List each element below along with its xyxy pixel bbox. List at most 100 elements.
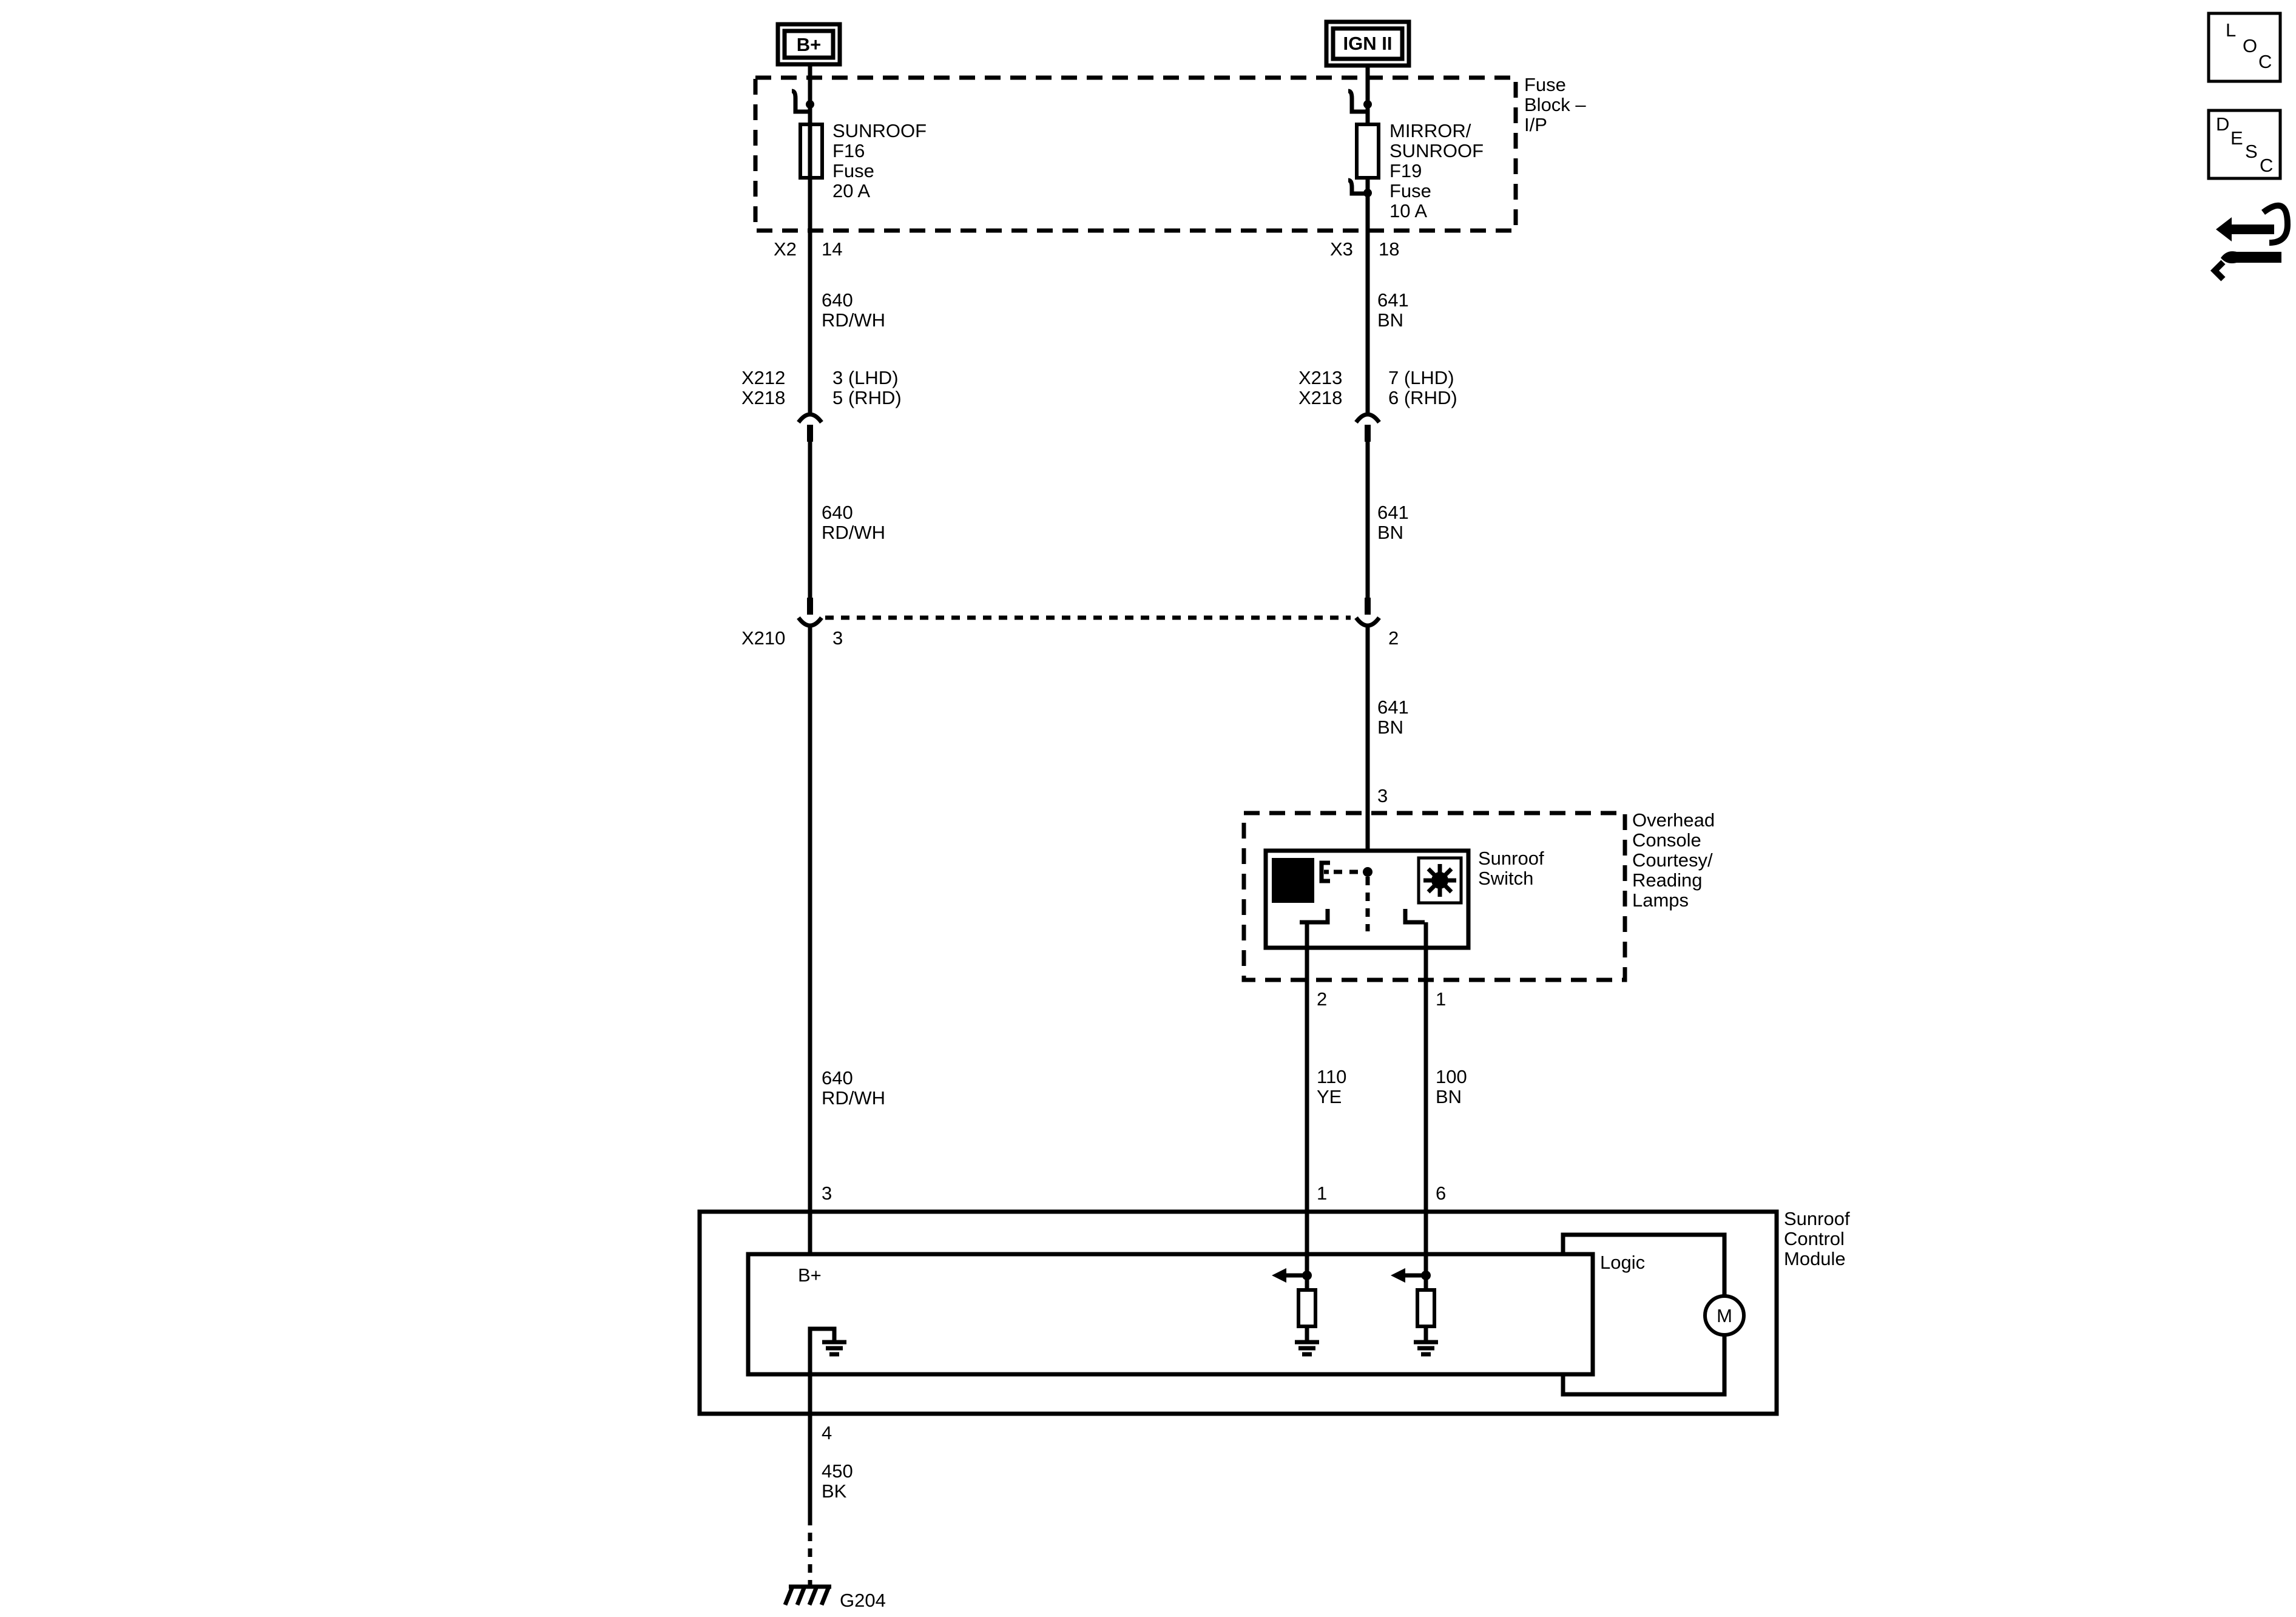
fuse-f19-icon bbox=[1355, 123, 1380, 180]
x210-pin-left: 3 bbox=[832, 627, 843, 649]
svg-text:640: 640 bbox=[822, 1067, 853, 1089]
svg-text:Reading: Reading bbox=[1632, 869, 1702, 891]
svg-text:S: S bbox=[2245, 141, 2258, 162]
svg-text:C: C bbox=[2258, 51, 2272, 72]
svg-text:X213: X213 bbox=[1298, 367, 1342, 388]
fuse-f16-label: SUNROOF F16 Fuse 20 A bbox=[832, 120, 927, 201]
svg-text:I/P: I/P bbox=[1524, 114, 1547, 135]
svg-text:3 (LHD): 3 (LHD) bbox=[832, 367, 899, 388]
description-icon[interactable] bbox=[2207, 109, 2282, 180]
wire-640-label-3: 640 RD/WH bbox=[822, 1067, 885, 1109]
inline-connector-left-label: X212 X218 3 (LHD) 5 (RHD) bbox=[741, 367, 902, 408]
wire-641-label-1: 641 BN bbox=[1377, 289, 1409, 331]
logic-label: Logic bbox=[1600, 1252, 1645, 1273]
console-pin-top: 3 bbox=[1377, 785, 1388, 806]
x210-connector-left-icon bbox=[797, 616, 823, 628]
inline-connector-left-icon bbox=[797, 412, 823, 424]
sunroof-control-module-label: Sunroof Control Module bbox=[1784, 1208, 1850, 1269]
svg-text:RD/WH: RD/WH bbox=[822, 522, 885, 543]
sunroof-switch-label: Sunroof Switch bbox=[1478, 848, 1544, 889]
svg-text:Sunroof: Sunroof bbox=[1478, 848, 1544, 869]
overhead-console-label: Overhead Console Courtesy/ Reading Lamps bbox=[1632, 809, 1715, 911]
svg-text:Module: Module bbox=[1784, 1248, 1846, 1269]
svg-text:Fuse: Fuse bbox=[1524, 74, 1566, 95]
fuse-terminal-icon bbox=[1348, 178, 1368, 196]
svg-text:X218: X218 bbox=[741, 387, 785, 408]
svg-text:D: D bbox=[2216, 113, 2229, 135]
switch-black-square-icon bbox=[1272, 858, 1314, 903]
module-inner-box bbox=[746, 1252, 1595, 1377]
splice-dot bbox=[806, 100, 814, 109]
overhead-console-outline bbox=[1241, 811, 1627, 982]
svg-text:Control: Control bbox=[1784, 1228, 1845, 1249]
fuse-f16-connector: X2 bbox=[774, 238, 797, 260]
location-icon[interactable] bbox=[2207, 12, 2282, 83]
x210-label: X210 bbox=[741, 627, 785, 649]
fuse-f16-pin: 14 bbox=[822, 238, 842, 260]
svg-text:Switch: Switch bbox=[1478, 868, 1533, 889]
svg-text:X212: X212 bbox=[741, 367, 785, 388]
ground-g204-label: G204 bbox=[840, 1590, 886, 1611]
ground-g204-icon bbox=[783, 1584, 831, 1606]
fuse-f19-pin: 18 bbox=[1379, 238, 1399, 260]
svg-text:Sunroof: Sunroof bbox=[1784, 1208, 1850, 1229]
svg-text:RD/WH: RD/WH bbox=[822, 1087, 885, 1109]
module-ground-icon bbox=[808, 1326, 846, 1414]
fuse-terminal-icon bbox=[1348, 89, 1368, 114]
inline-connector-right-icon bbox=[1354, 412, 1381, 424]
svg-text:O: O bbox=[2243, 35, 2257, 56]
svg-text:Console: Console bbox=[1632, 829, 1701, 851]
svg-text:Fuse: Fuse bbox=[1389, 180, 1431, 201]
svg-text:C: C bbox=[2260, 155, 2273, 176]
input-circuit-110-icon bbox=[1272, 1268, 1319, 1357]
svg-text:Courtesy/: Courtesy/ bbox=[1632, 849, 1713, 871]
module-bplus-label: B+ bbox=[798, 1264, 822, 1286]
inline-connector-right-label: X213 X218 7 (LHD) 6 (RHD) bbox=[1298, 367, 1457, 408]
wire-641-label-3: 641 BN bbox=[1377, 697, 1409, 738]
connector-wrench-icon[interactable] bbox=[2210, 202, 2291, 282]
svg-text:E: E bbox=[2230, 127, 2243, 149]
wire-110-label: 110 YE bbox=[1317, 1066, 1346, 1107]
svg-text:5 (RHD): 5 (RHD) bbox=[832, 387, 902, 408]
svg-text:SUNROOF: SUNROOF bbox=[1389, 140, 1484, 161]
svg-text:10 A: 10 A bbox=[1389, 200, 1427, 221]
svg-text:BN: BN bbox=[1377, 717, 1403, 738]
fuse-f19-connector: X3 bbox=[1330, 238, 1353, 260]
console-pin-right: 1 bbox=[1436, 988, 1446, 1010]
svg-text:641: 641 bbox=[1377, 697, 1409, 718]
svg-text:20 A: 20 A bbox=[832, 180, 870, 201]
motor-label: M bbox=[1717, 1305, 1732, 1326]
svg-text:Fuse: Fuse bbox=[832, 160, 874, 181]
bplus-source-label: B+ bbox=[797, 34, 822, 55]
wire-640-label-1: 640 RD/WH bbox=[822, 289, 885, 331]
fuse-terminal-icon bbox=[791, 89, 810, 114]
module-pin-100: 6 bbox=[1436, 1183, 1446, 1204]
svg-text:RD/WH: RD/WH bbox=[822, 309, 885, 331]
svg-text:Lamps: Lamps bbox=[1632, 890, 1689, 911]
module-pin-110: 1 bbox=[1317, 1183, 1327, 1204]
svg-text:BK: BK bbox=[822, 1480, 847, 1502]
svg-text:Overhead: Overhead bbox=[1632, 809, 1715, 831]
wire-640-label-2: 640 RD/WH bbox=[822, 502, 885, 543]
wire-641-label-2: 641 BN bbox=[1377, 502, 1409, 543]
fuse-block-label: Fuse Block – I/P bbox=[1524, 74, 1586, 135]
svg-text:Block –: Block – bbox=[1524, 94, 1586, 115]
input-circuit-100-icon bbox=[1391, 1268, 1438, 1357]
svg-text:110: 110 bbox=[1317, 1066, 1346, 1087]
bplus-source-box: B+ bbox=[775, 22, 842, 67]
desc-button[interactable]: D E S C bbox=[2207, 109, 2282, 180]
x210-pin-right: 2 bbox=[1388, 627, 1399, 649]
svg-text:640: 640 bbox=[822, 289, 853, 311]
loc-button[interactable]: L O C bbox=[2207, 12, 2282, 83]
svg-text:BN: BN bbox=[1436, 1086, 1462, 1107]
svg-text:641: 641 bbox=[1377, 502, 1409, 523]
svg-text:YE: YE bbox=[1317, 1086, 1342, 1107]
svg-text:6 (RHD): 6 (RHD) bbox=[1388, 387, 1457, 408]
lamp-sun-icon bbox=[1423, 864, 1456, 897]
x210-connector-right-icon bbox=[1354, 616, 1381, 628]
svg-text:450: 450 bbox=[822, 1460, 853, 1482]
console-pin-left: 2 bbox=[1317, 988, 1327, 1010]
ign-source-box: IGN II bbox=[1324, 19, 1411, 68]
